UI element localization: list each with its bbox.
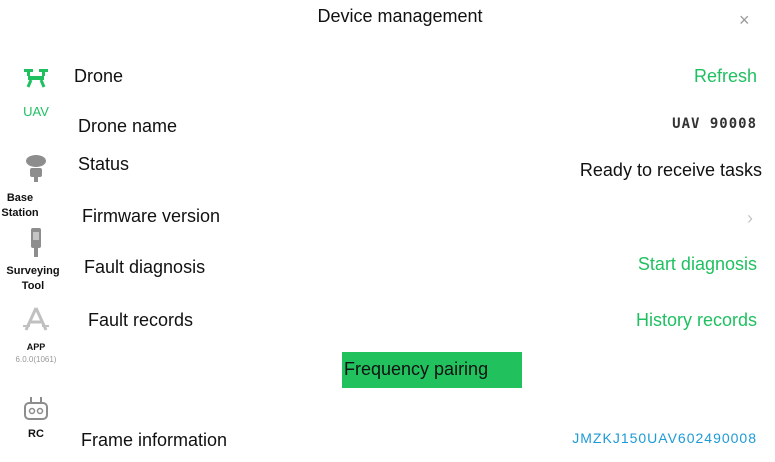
frame-information-value: JMZKJ150UAV602490008 (572, 430, 757, 446)
page-title: Device management (317, 6, 483, 26)
drone-icon (24, 69, 48, 88)
sidebar-item-app[interactable]: APP 6.0.0(1061) (0, 306, 72, 365)
status-value: Ready to receive tasks (579, 160, 762, 180)
frequency-pairing-button[interactable]: Frequency pairing (342, 352, 522, 388)
fault-diagnosis-label: Fault diagnosis (84, 257, 206, 277)
app-version: 6.0.0(1061) (15, 355, 57, 364)
close-icon[interactable]: × (739, 10, 750, 30)
refresh-button[interactable]: Refresh (693, 66, 757, 86)
sidebar-item-label: RC (28, 428, 44, 440)
sidebar-item-label: Surveying Tool (6, 265, 60, 292)
status-label: Status (78, 154, 130, 174)
drone-name-value: UAV 90008 (672, 116, 757, 132)
firmware-version-label[interactable]: Firmware version (82, 206, 221, 226)
sidebar-item-rc[interactable]: RC (0, 395, 72, 442)
sidebar-item-base-station[interactable]: Base Station (0, 153, 72, 221)
drone-name-label: Drone name (78, 116, 178, 136)
fault-records-label: Fault records (88, 310, 194, 330)
sidebar-item-uav[interactable]: UAV (0, 66, 72, 119)
sidebar-item-label: Base Station (1, 192, 39, 219)
remote-controller-icon (24, 397, 48, 420)
sidebar-item-label: UAV (23, 104, 49, 119)
surveying-tool-icon (31, 228, 41, 257)
base-station-icon (26, 155, 46, 182)
sidebar-item-label: APP (26, 342, 46, 352)
section-title: Drone (74, 66, 124, 86)
start-diagnosis-link[interactable]: Start diagnosis (637, 254, 757, 274)
chevron-right-icon[interactable]: › (747, 208, 753, 228)
history-records-link[interactable]: History records (635, 310, 757, 330)
frame-information-label: Frame information (81, 430, 228, 450)
sidebar-item-surveying-tool[interactable]: Surveying Tool (0, 228, 72, 294)
app-icon (23, 307, 49, 331)
